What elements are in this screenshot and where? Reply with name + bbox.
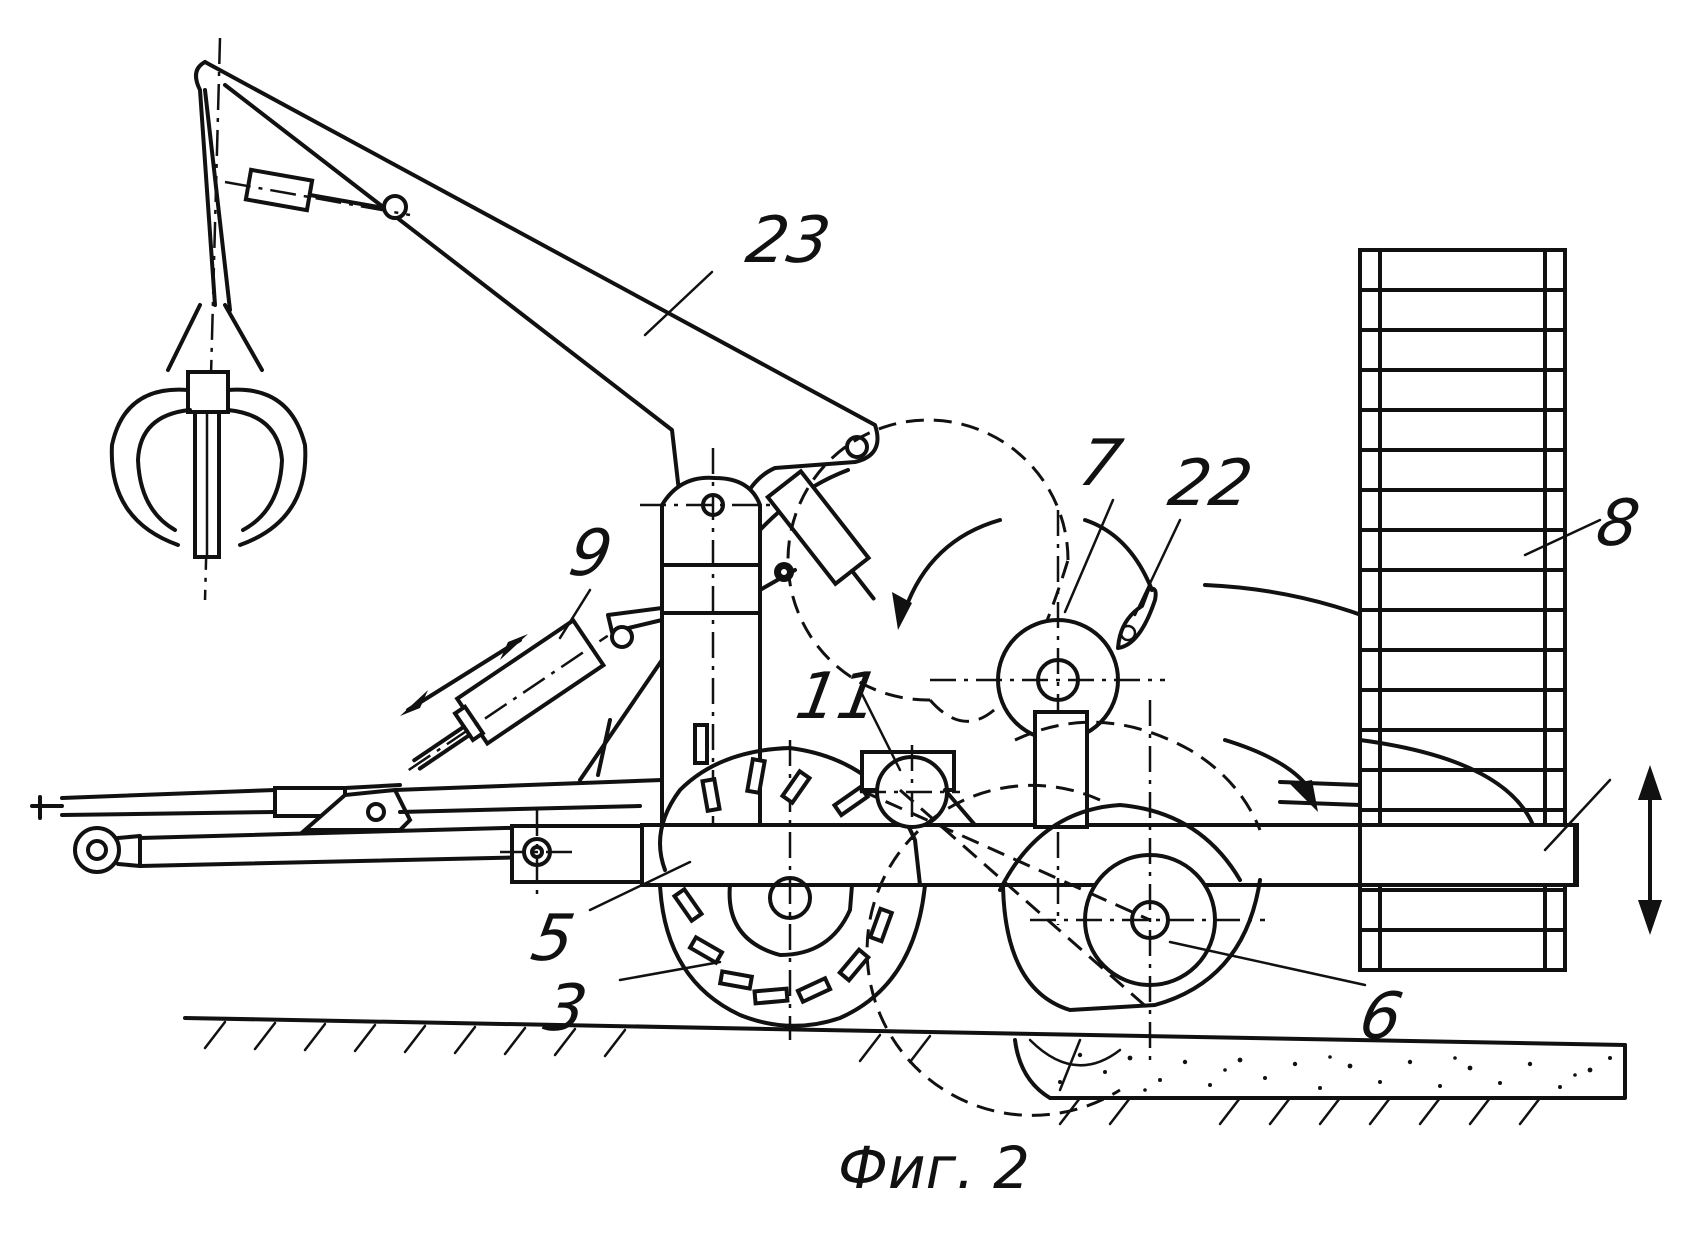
soil-dots: [1058, 1052, 1612, 1092]
label-8: 8: [1591, 486, 1645, 560]
grapple: [109, 303, 308, 559]
label-3: 3: [539, 971, 593, 1045]
label-22: 22: [1163, 446, 1258, 520]
wheel-lugs: [671, 756, 895, 1006]
hopper-slats: [1358, 288, 1567, 932]
support-roller: [860, 745, 977, 840]
rotor: [786, 418, 1165, 925]
label-11: 11: [791, 659, 886, 733]
label-7: 7: [1074, 426, 1128, 500]
ground: [183, 1016, 1627, 1126]
lug-wheel: [658, 740, 927, 1040]
tilt-cylinder: [400, 606, 664, 782]
label-5: 5: [526, 901, 580, 975]
ground-hatching: [203, 1020, 1542, 1126]
hopper: [1203, 248, 1662, 972]
leader-lines: [558, 270, 1612, 987]
figure-caption: Фиг. 2: [838, 1134, 1030, 1202]
drawbar: [30, 778, 664, 900]
label-23: 23: [741, 203, 836, 277]
label-9: 9: [564, 516, 618, 590]
